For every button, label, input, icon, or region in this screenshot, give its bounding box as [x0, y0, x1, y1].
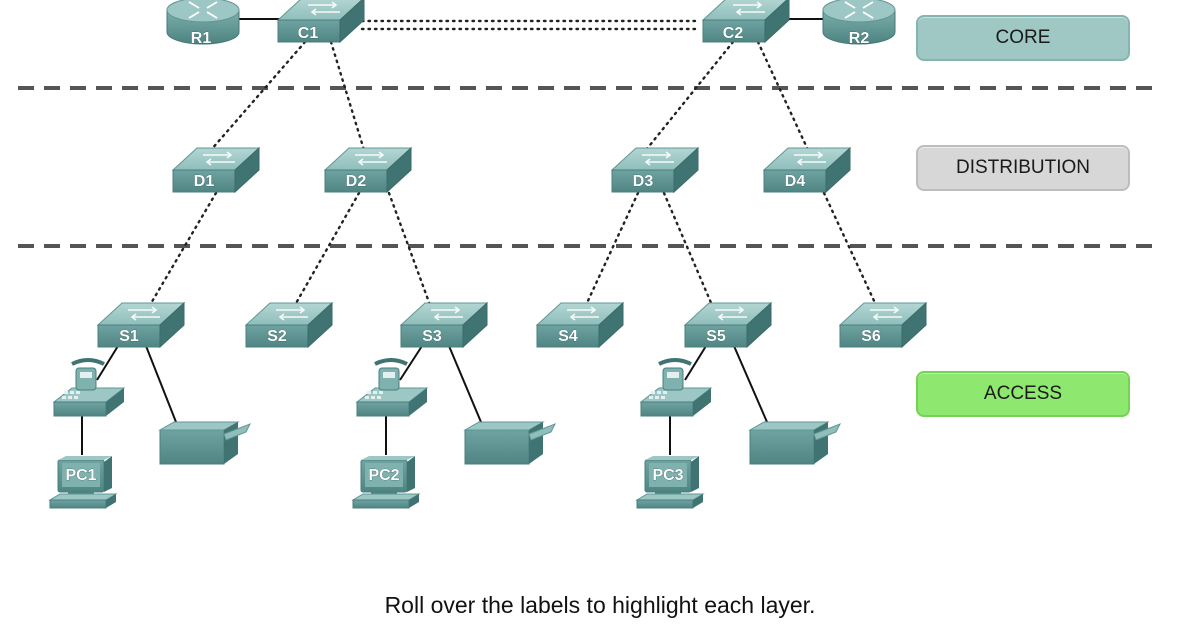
pc-2[interactable]: PC2	[352, 455, 420, 509]
ip-phone-icon[interactable]	[52, 358, 126, 418]
link-c1-d2	[329, 40, 366, 152]
router-r1[interactable]: R1	[166, 0, 240, 47]
switch-c1[interactable]: C1	[277, 0, 365, 43]
switch-s2-label: S2	[267, 328, 287, 345]
link-d4-s6	[822, 191, 878, 307]
pc-2-label: PC2	[368, 467, 399, 484]
link-d1-s1	[148, 191, 218, 307]
link-c2-d3	[644, 40, 735, 152]
switch-s1-label: S1	[119, 328, 139, 345]
printer-icon[interactable]	[749, 421, 841, 465]
switch-s3-label: S3	[422, 328, 442, 345]
link-d2-s2	[293, 191, 361, 307]
switch-s6[interactable]: S6	[839, 302, 927, 348]
access-layer-button[interactable]: ACCESS	[916, 371, 1130, 417]
link-s5-printer3	[733, 345, 768, 423]
switch-d1[interactable]: D1	[172, 147, 260, 193]
core-layer-button[interactable]: CORE	[916, 15, 1130, 61]
switch-d3-label: D3	[633, 173, 654, 190]
switch-d4-label: D4	[785, 173, 806, 190]
distribution-layer-button[interactable]: DISTRIBUTION	[916, 145, 1130, 191]
switch-d2[interactable]: D2	[324, 147, 412, 193]
switch-s6-label: S6	[861, 328, 881, 345]
link-c2-d4	[756, 40, 810, 152]
link-c1-d1	[209, 40, 307, 152]
switch-d1-label: D1	[194, 173, 215, 190]
switch-d2-label: D2	[346, 173, 367, 190]
link-s3-phone2	[399, 345, 423, 381]
switch-s5[interactable]: S5	[684, 302, 772, 348]
printer-icon[interactable]	[464, 421, 556, 465]
link-s3-printer2	[448, 345, 482, 423]
pc-3-label: PC3	[652, 467, 683, 484]
ip-phone-icon[interactable]	[355, 358, 429, 418]
link-s5-phone3	[684, 345, 707, 381]
link-d3-s4	[584, 191, 640, 307]
ip-phone-icon[interactable]	[639, 358, 713, 418]
switch-s4[interactable]: S4	[536, 302, 624, 348]
switch-c1-label: C1	[298, 25, 319, 42]
router-r2-label: R2	[849, 30, 870, 47]
pc-3[interactable]: PC3	[636, 455, 704, 509]
switch-s5-label: S5	[706, 328, 726, 345]
link-s1-phone1	[96, 345, 119, 381]
link-d3-s5	[662, 191, 714, 307]
switch-s3[interactable]: S3	[400, 302, 488, 348]
switch-d4[interactable]: D4	[763, 147, 851, 193]
router-r1-label: R1	[191, 30, 212, 47]
printer-icon[interactable]	[159, 421, 251, 465]
switch-c2-label: C2	[723, 25, 744, 42]
link-d2-s3	[387, 191, 432, 307]
switch-d3[interactable]: D3	[611, 147, 699, 193]
link-s1-printer1	[145, 345, 177, 423]
pc-1[interactable]: PC1	[49, 455, 117, 509]
instruction-caption: Roll over the labels to highlight each l…	[384, 592, 816, 618]
router-r2[interactable]: R2	[822, 0, 896, 47]
switch-s2[interactable]: S2	[245, 302, 333, 348]
switch-s1[interactable]: S1	[97, 302, 185, 348]
switch-c2[interactable]: C2	[702, 0, 790, 43]
pc-1-label: PC1	[65, 467, 96, 484]
switch-s4-label: S4	[558, 328, 578, 345]
